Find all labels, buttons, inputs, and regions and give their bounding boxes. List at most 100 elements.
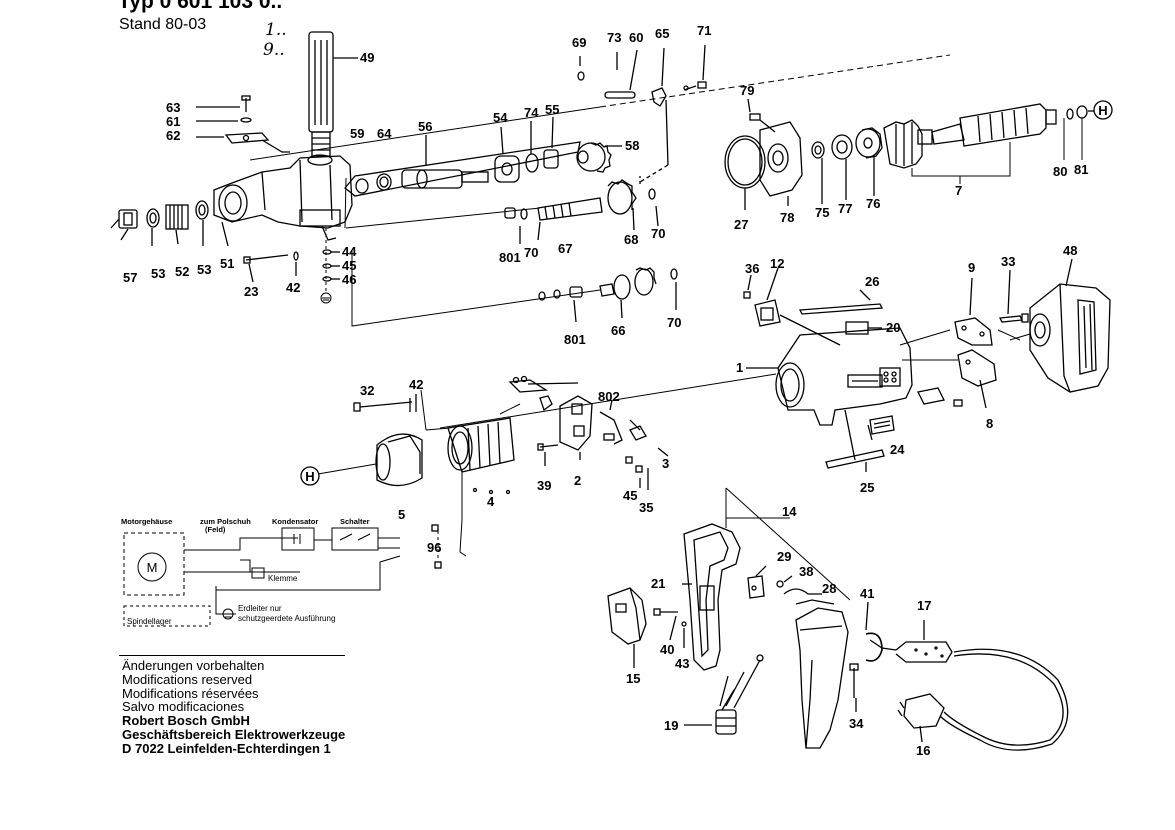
company-name: Robert Bosch GmbH [122,713,250,729]
screw-23 [243,251,299,283]
label-erdleiter-1: Erdleiter nur [238,604,282,613]
handwritten-note-1: 1.. [265,20,287,40]
revision-date: Stand 80-03 [119,16,207,33]
company-division: Geschäftsbereich Elektrowerkzeuge [122,726,346,742]
part-label: 68 [624,232,638,247]
part-label: 78 [780,210,794,225]
part-label: 26 [865,274,879,289]
part-label: 9 [968,260,975,275]
axis-line-67 [345,207,541,229]
part-label: 55 [545,102,559,117]
spindle-56 [344,116,622,197]
part-label: 42 [409,377,423,392]
part-label: 67 [558,241,572,256]
part-label: 45 [623,488,637,503]
part-label: 801 [499,250,521,265]
part-label: 42 [286,280,300,295]
part-label: 53 [151,266,165,281]
axis-line-h-left [317,463,377,475]
axis-line-upper [249,106,601,161]
label-motor-symbol: M [147,560,158,575]
part-label: 8 [986,416,993,431]
part-label: 54 [493,110,508,125]
part-label: 35 [639,500,653,515]
part-label: 17 [917,598,931,613]
part-label: 96 [427,540,441,555]
part-label: 48 [1063,243,1077,258]
label-erdleiter-2: schutzgeerdete Ausführung [238,614,335,623]
part-label: 38 [799,564,813,579]
label-kondensator: Kondensator [272,517,318,526]
part-label: 75 [815,205,829,220]
footer-line-en: Modifications reserved [122,671,253,687]
label-feld: (Feld) [205,525,226,534]
part-label: 65 [655,26,669,41]
motor-parts [599,54,1094,210]
part-label: 64 [377,126,392,141]
footer-notes: Änderungen vorbehalten Modifications res… [122,659,345,756]
schematic-labels: Motorgehäuse zum Polschuh (Feld) Kondens… [121,517,370,626]
bearing-stack-left [110,200,229,247]
part-label: 58 [625,138,639,153]
part-label: 81 [1074,162,1088,177]
part-label: 45 [342,258,356,273]
part-label: 76 [866,196,880,211]
part-label: 44 [342,244,357,259]
part-label: 1 [736,360,743,375]
part-label: 15 [626,671,640,686]
marker-h-left [300,466,320,486]
part-label: 77 [838,201,852,216]
clamp-plate-62 [196,132,290,153]
label-motorgehaeuse: Motorgehäuse [121,517,172,526]
handle-14 [682,487,851,671]
part-label: 49 [360,50,374,65]
part-label: 41 [860,586,874,601]
cable-19 [684,654,764,735]
label-spindellager: Spindellager [127,617,172,626]
part-label: 14 [782,504,797,519]
part-label: 71 [697,23,711,38]
part-label: 33 [1001,254,1015,269]
footer-line-fr: Modifications réservées [122,685,259,701]
marker-h-right [1093,100,1113,120]
part-label: 66 [611,323,625,338]
power-cord-16-17 [869,620,1069,751]
footer-separator [119,655,345,656]
part-label: 70 [651,226,665,241]
part-label: 61 [166,114,180,129]
part-label: 34 [849,716,864,731]
part-label: 802 [598,389,620,404]
wiring-schematic [123,527,401,627]
ring-41 [865,601,883,662]
part-label: 60 [629,30,643,45]
part-label: 53 [197,262,211,277]
part-label: 70 [667,315,681,330]
handle-49 [308,31,358,157]
field-assembly [353,389,521,569]
part-label: 39 [537,478,551,493]
company-address: D 7022 Leinfelden-Echterdingen 1 [122,740,331,756]
label-klemme: Klemme [268,574,298,583]
h-marker-right-text: H [1098,103,1107,118]
h-marker-labels: H H [305,103,1107,484]
footer-line-es: Salvo modificaciones [122,699,245,715]
motor-housing-1 [746,327,913,426]
rear-cover-48 [1009,258,1111,393]
part-label: 23 [244,284,258,299]
part-label: 43 [675,656,689,671]
part-label: 52 [175,264,189,279]
part-label: 59 [350,126,364,141]
part-label: 32 [360,383,374,398]
footer-line-de: Änderungen vorbehalten [122,658,265,673]
h-marker-left-text: H [305,469,314,484]
part-label: 73 [607,30,621,45]
part-label: 2 [574,473,581,488]
part-label: 79 [740,83,754,98]
brush-holder-2 [508,375,669,490]
part-label: 74 [524,105,539,120]
nameplate-parts [743,267,895,472]
part-label: 20 [886,320,900,335]
type-number: Typ 0 601 103 0.. [118,0,283,13]
part-label: 801 [564,332,586,347]
